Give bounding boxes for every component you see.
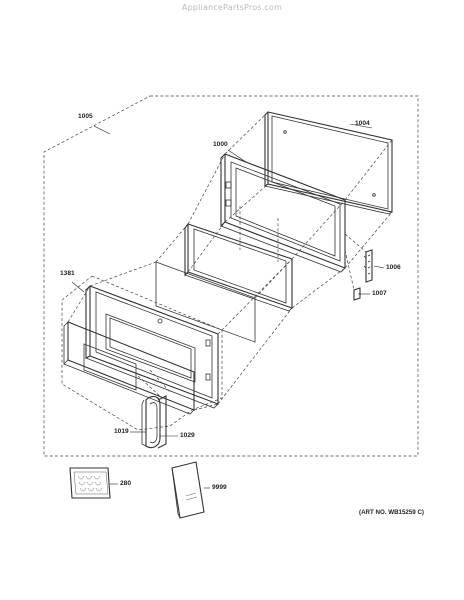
callout-1006: 1006 bbox=[386, 264, 401, 271]
part-1000-door-frame bbox=[220, 153, 346, 273]
part-door-panel bbox=[85, 285, 219, 409]
part-outer-glass bbox=[63, 321, 195, 415]
callout-leaders bbox=[71, 123, 385, 489]
callout-1381: 1381 bbox=[60, 270, 75, 277]
assembly-boundary bbox=[43, 95, 419, 457]
part-9999-manual bbox=[171, 461, 205, 519]
watermark: AppliancePartsPros.com bbox=[181, 3, 283, 12]
art-number: (ART NO. WB15259 C) bbox=[359, 509, 424, 516]
callout-280: 280 bbox=[120, 480, 132, 487]
callout-1029: 1029 bbox=[180, 432, 195, 439]
part-280-accessory bbox=[69, 467, 111, 499]
part-window-screen bbox=[155, 261, 256, 343]
assembly-guide-lines bbox=[67, 111, 393, 411]
callout-1007: 1007 bbox=[372, 290, 387, 297]
callout-1019: 1019 bbox=[114, 428, 129, 435]
part-1004-rear-panel bbox=[264, 111, 393, 215]
callout-1005: 1005 bbox=[78, 113, 93, 120]
callout-1004: 1004 bbox=[355, 120, 370, 127]
part-door-handle bbox=[137, 369, 171, 449]
part-door-latch bbox=[353, 249, 373, 301]
door-assembly-boundary bbox=[61, 275, 223, 431]
callout-1000: 1000 bbox=[213, 141, 228, 148]
part-inner-choke-frame bbox=[184, 223, 293, 312]
callout-9999: 9999 bbox=[212, 484, 227, 491]
